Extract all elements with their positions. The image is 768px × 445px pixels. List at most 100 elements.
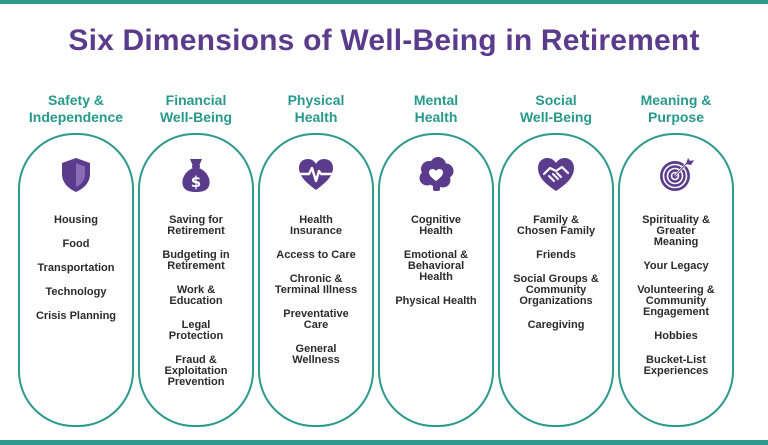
column-title-line: Well-Being: [159, 109, 233, 125]
column-title-line: Well-Being: [519, 109, 593, 125]
dimension-item-line: Hobbies: [654, 330, 698, 342]
dimension-item: Caregiving: [502, 320, 610, 331]
dimension-item: Friends: [502, 250, 610, 261]
dimension-item: Chronic &Terminal Illness: [262, 274, 370, 296]
dimension-item: Crisis Planning: [22, 311, 130, 322]
dimension-item-line: Chronic &: [289, 273, 343, 285]
dimension-item: Transportation: [22, 263, 130, 274]
dimension-item-line: Technology: [45, 286, 107, 298]
dimension-item-line: Physical Health: [395, 295, 477, 307]
dimension-item-line: Prevention: [167, 376, 225, 388]
dimension-item-line: Organizations: [519, 295, 593, 307]
heartbeat-icon: [297, 159, 335, 190]
dimension-item-line: Education: [169, 295, 223, 307]
target-icon: [660, 158, 694, 191]
dimension-item-line: Engagement: [642, 306, 709, 318]
column-title-line: Health: [294, 109, 338, 125]
dimension-item-line: Health: [419, 225, 453, 237]
dimension-item: Housing: [22, 215, 130, 226]
dimension-item-line: Chosen Family: [516, 225, 596, 237]
dimension-item-line: Retirement: [167, 225, 225, 237]
brain-heart-icon: [419, 157, 454, 191]
dimension-item-line: Crisis Planning: [35, 310, 117, 322]
dimension-item-line: Bucket-List: [646, 354, 706, 366]
column-title: Meaning & Purpose: [610, 92, 742, 126]
dimension-item-line: Health: [299, 214, 333, 226]
dimension-item-line: Friends: [536, 249, 576, 261]
dimension-item-line: Caregiving: [527, 319, 585, 331]
dimension-item: Food: [22, 239, 130, 250]
dimension-item-line: Wellness: [292, 354, 340, 366]
column-title-line: Financial: [165, 92, 227, 108]
dimension-item-line: Community: [645, 295, 707, 307]
column-title: Physical Health: [250, 92, 382, 126]
column-title: Financial Well-Being: [130, 92, 262, 126]
column-title: Safety & Independence: [10, 92, 142, 126]
dimension-item: Family &Chosen Family: [502, 215, 610, 237]
dimension-item-line: Food: [62, 238, 90, 250]
top-border: [0, 0, 768, 4]
dimension-item-line: Retirement: [167, 260, 225, 272]
svg-text:$: $: [191, 173, 201, 191]
dimension-item: Access to Care: [262, 250, 370, 261]
dimension-item-line: Health: [419, 271, 453, 283]
dimension-item-line: Care: [303, 319, 329, 331]
dimension-item-line: Family &: [533, 214, 579, 226]
dimension-item-line: Meaning: [653, 236, 699, 248]
dimension-item-line: Legal: [181, 319, 211, 331]
dimension-item-line: Protection: [168, 330, 224, 342]
dimension-item: Physical Health: [382, 296, 490, 307]
dimension-item-line: Exploitation: [164, 365, 228, 377]
column-title-line: Health: [414, 109, 458, 125]
column-title-line: Mental: [413, 92, 459, 108]
dimension-item-line: Experiences: [643, 365, 709, 377]
column-title-line: Purpose: [647, 109, 704, 125]
dimension-item-line: Cognitive: [410, 214, 462, 226]
column-title-line: Meaning &: [640, 92, 712, 108]
bottom-border: [0, 440, 768, 445]
dimension-item-line: Insurance: [290, 225, 342, 237]
column-title-line: Independence: [28, 109, 124, 125]
dimension-item-line: Budgeting in: [162, 249, 230, 261]
dimension-item-line: Saving for: [169, 214, 223, 226]
dimension-item: Hobbies: [622, 331, 730, 342]
dimension-item-line: Terminal Illness: [274, 284, 358, 296]
dimension-item-line: Transportation: [37, 262, 115, 274]
money-bag-icon: $: [182, 159, 210, 192]
dimension-item: Your Legacy: [622, 261, 730, 272]
page-title: Six Dimensions of Well-Being in Retireme…: [68, 24, 700, 57]
dimension-item-line: Social Groups &: [513, 273, 599, 285]
dimension-item-line: Spirituality &: [642, 214, 710, 226]
dimension-item-line: Work &: [176, 284, 216, 296]
column-title-line: Physical: [287, 92, 345, 108]
dimension-item: Work &Education: [142, 285, 250, 307]
